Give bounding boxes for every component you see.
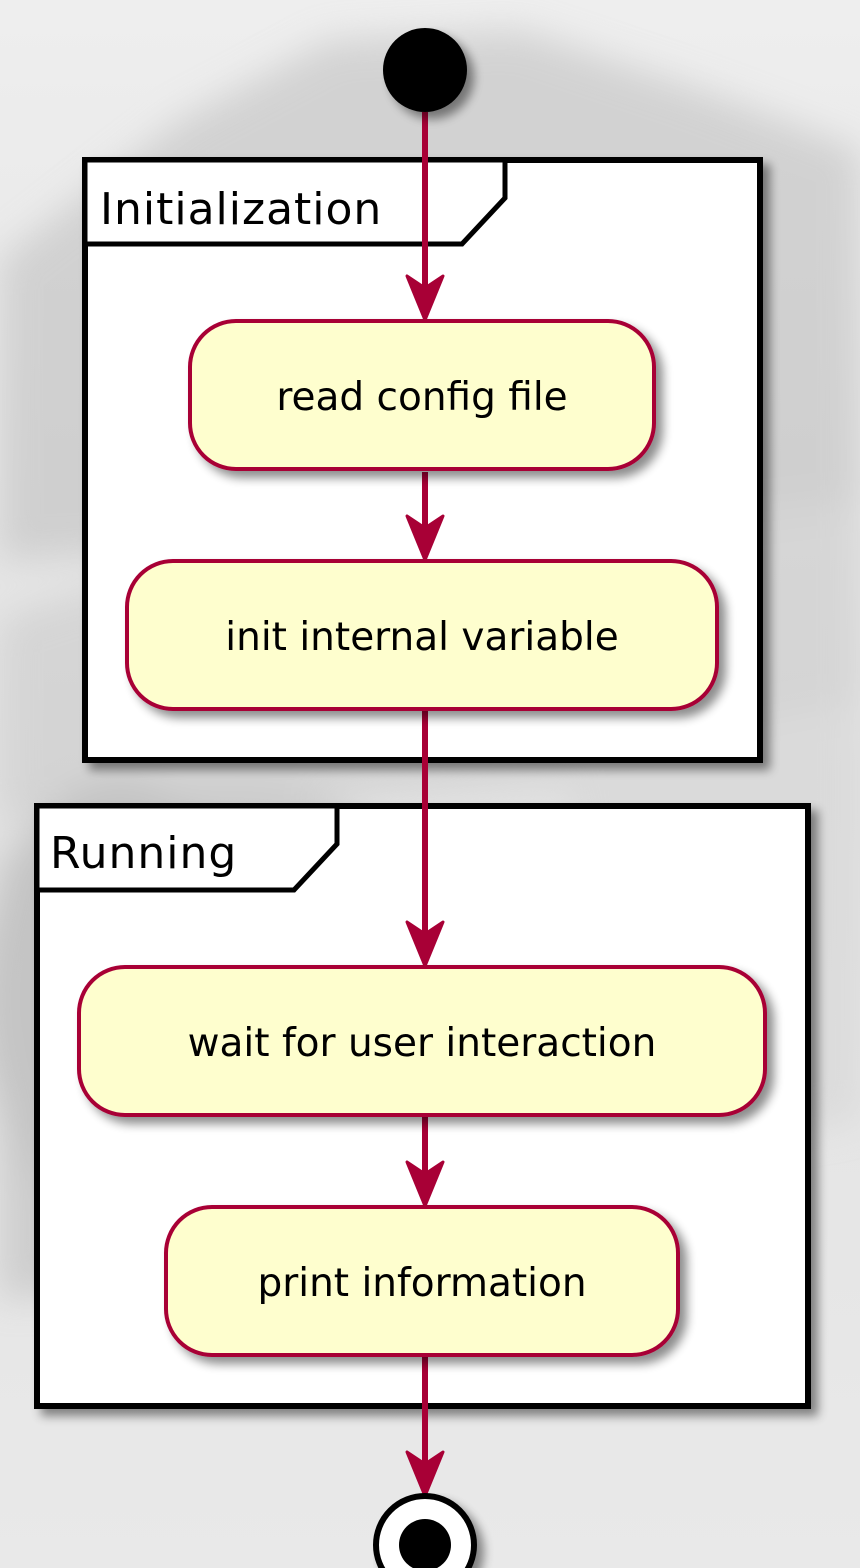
arrowhead-wait-user	[405, 920, 445, 968]
activity-wait-user: wait for user interaction	[77, 965, 767, 1117]
activity-read-config-label: read config file	[276, 375, 567, 420]
arrowhead-read-config	[405, 274, 445, 322]
end-node-dot	[399, 1519, 451, 1568]
frame-initialization-tab	[82, 157, 508, 247]
activity-wait-user-label: wait for user interaction	[188, 1021, 657, 1066]
frame-running-tab	[34, 803, 340, 893]
end-node	[373, 1493, 477, 1568]
arrowhead-print-info	[405, 1160, 445, 1208]
frame-running-title: Running	[50, 828, 237, 879]
activity-print-info-label: print information	[257, 1261, 586, 1306]
activity-init-internal-label: init internal variable	[225, 615, 618, 660]
activity-init-internal: init internal variable	[125, 559, 719, 711]
frame-initialization-title: Initialization	[100, 184, 382, 235]
activity-wait-user-box	[77, 965, 767, 1117]
activity-read-config: read config file	[188, 319, 656, 471]
activity-init-internal-box	[125, 559, 719, 711]
flow-arrowheads	[405, 274, 445, 1498]
activity-print-info-box	[164, 1205, 680, 1357]
arrowhead-init-internal	[405, 514, 445, 562]
activity-print-info: print information	[164, 1205, 680, 1357]
arrowhead-end	[405, 1450, 445, 1498]
start-node	[383, 28, 467, 112]
activity-read-config-box	[188, 319, 656, 471]
